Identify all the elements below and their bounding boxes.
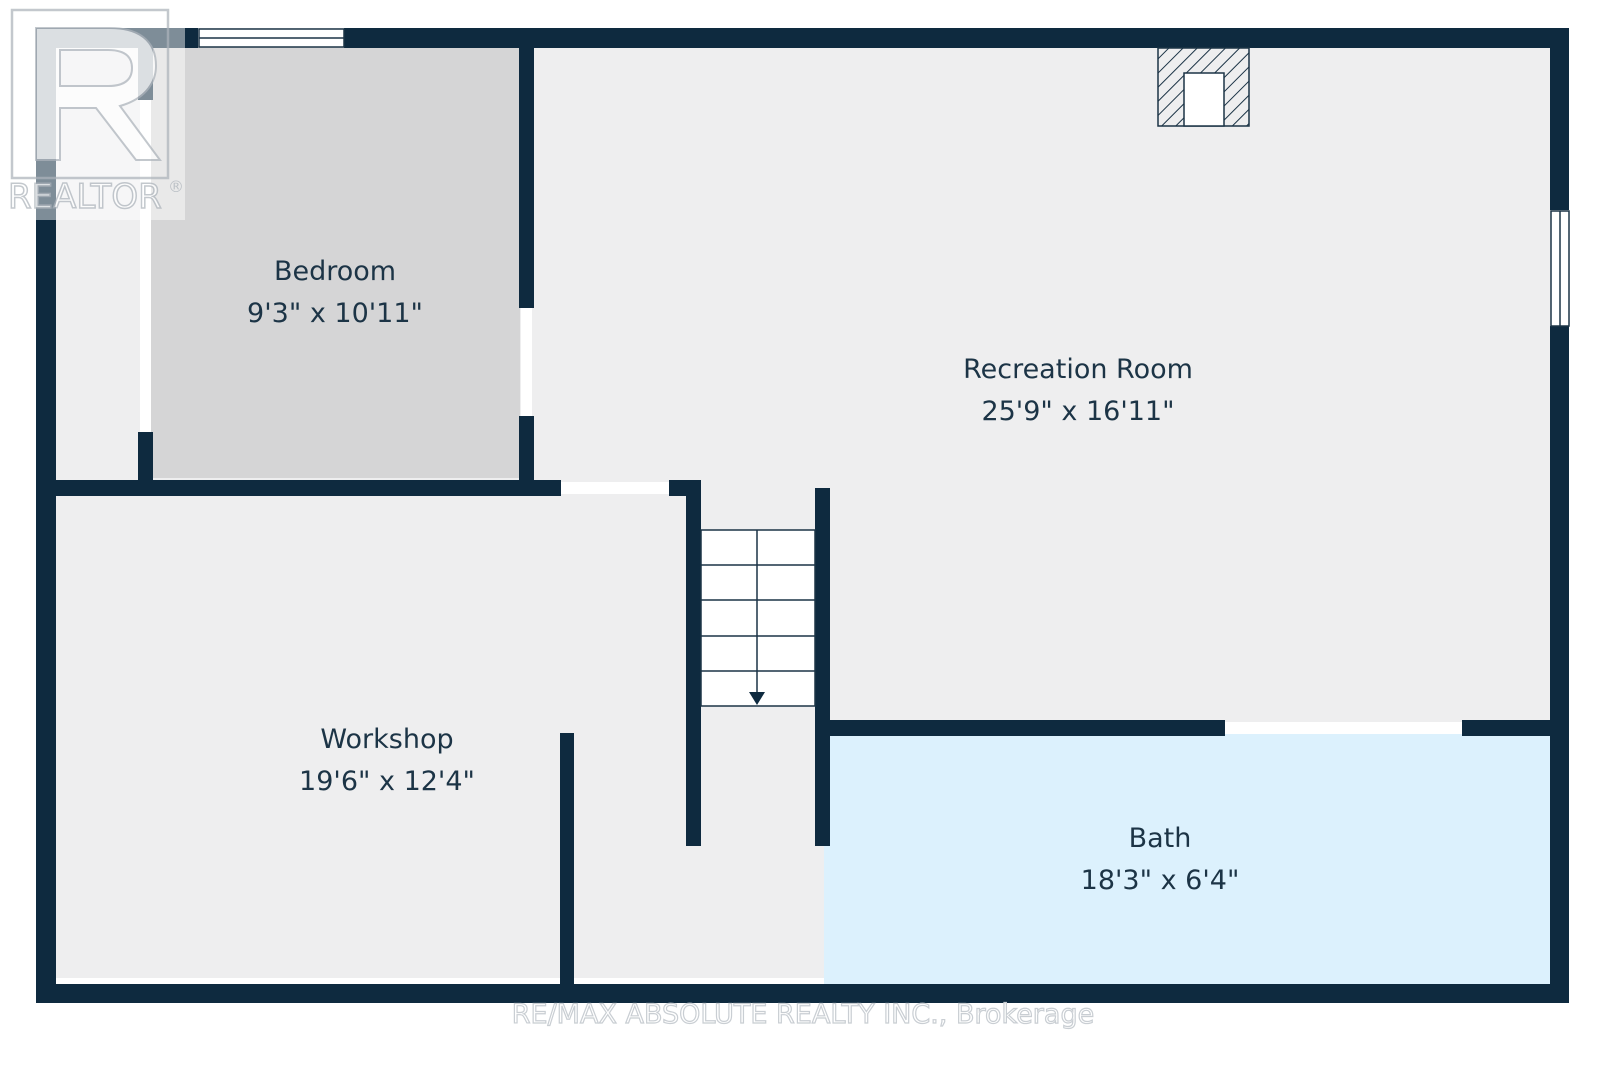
wall-bath-top-right (1462, 720, 1569, 736)
walls (36, 28, 1569, 1003)
wall-right-upper (1550, 28, 1569, 210)
wall-stairs-right (815, 488, 830, 846)
realtor-registered-mark: ® (168, 177, 184, 196)
doorway-bedroom-left (140, 100, 151, 432)
doorway-bath (1225, 722, 1462, 734)
stairs-down-arrow-icon (700, 529, 816, 707)
doorway-bedroom-recreation (521, 308, 532, 416)
floors (36, 28, 1568, 988)
workshop-dimensions: 19'6" x 12'4" (299, 766, 475, 797)
wall-workshop-partition (560, 733, 574, 988)
realtor-logo-text: REALTOR (8, 177, 162, 217)
bedroom-floor (148, 46, 520, 478)
wall-bedroom-right-lower (519, 416, 534, 496)
recreation-room-dimensions: 25'9" x 16'11" (981, 396, 1174, 427)
wall-top-right (344, 28, 1569, 48)
wall-bath-top-left (815, 720, 1225, 736)
wall-bottom (36, 984, 1569, 1003)
wall-bedroom-bottom (36, 480, 561, 496)
wall-left (36, 28, 56, 1002)
recreation-room-name: Recreation Room (963, 354, 1193, 385)
wall-bedroom-right-upper (519, 46, 534, 308)
doorway-workshop-top (561, 482, 669, 494)
openings (140, 28, 1570, 734)
wall-stairs-left (686, 480, 701, 846)
room-labels: Bedroom 9'3" x 10'11" Recreation Room 25… (247, 256, 1239, 896)
workshop-name: Workshop (320, 724, 453, 755)
wall-right-lower (1550, 326, 1569, 1002)
brokerage-watermark: RE/MAX ABSOLUTE REALTY INC., Brokerage (512, 999, 1094, 1030)
bedroom-name: Bedroom (274, 256, 396, 287)
bath-dimensions: 18'3" x 6'4" (1081, 865, 1240, 896)
bath-floor (824, 732, 1550, 988)
realtor-logo: REALTOR ® (2, 2, 185, 220)
fireplace-icon (1157, 47, 1250, 127)
bedroom-dimensions: 9'3" x 10'11" (247, 298, 423, 329)
bath-name: Bath (1129, 823, 1192, 854)
